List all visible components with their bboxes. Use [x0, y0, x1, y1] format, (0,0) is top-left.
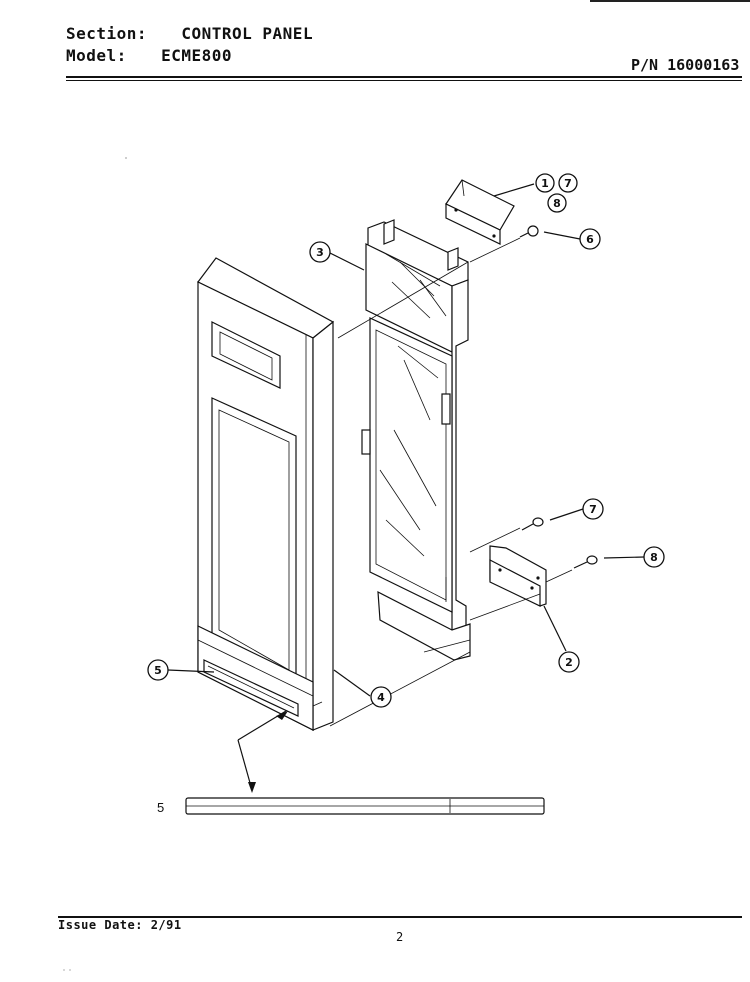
- screw-8: [573, 555, 598, 569]
- callout-7: 7: [582, 498, 604, 520]
- issue-date: Issue Date: 2/91: [58, 918, 182, 932]
- callout-8: 8: [643, 546, 665, 568]
- header-rule: [66, 76, 742, 78]
- glass-panel-part-3: [361, 219, 471, 661]
- model-value: ECME800: [161, 46, 233, 65]
- page-number: 2: [396, 930, 404, 944]
- footer-rule: [58, 916, 742, 918]
- screw-7: [521, 517, 544, 531]
- callout-3-label: 3: [316, 246, 324, 259]
- callout-6: 6: [579, 228, 601, 250]
- callout-1-label: 1: [541, 177, 549, 190]
- callout-5: 5: [147, 659, 169, 681]
- callout-8-label: 8: [650, 551, 658, 564]
- top-right-rule: [590, 0, 750, 2]
- callout-4: 4: [370, 686, 392, 708]
- callout-3: 3: [309, 241, 331, 263]
- screw-6: [519, 225, 539, 238]
- loose-part-label: 5: [157, 800, 164, 815]
- callout-2-label: 2: [565, 656, 573, 669]
- loose-trim-strip: [185, 797, 545, 815]
- top-bracket: [445, 179, 515, 245]
- callout-7-label: 7: [589, 503, 597, 516]
- callout-7-top: 7: [558, 173, 578, 193]
- section-label: Section:: [66, 24, 148, 43]
- callout-8-top: 8: [547, 193, 567, 213]
- model-line: Model: ECME800: [66, 46, 232, 65]
- leader-lines: [167, 183, 645, 793]
- callout-5-label: 5: [154, 664, 162, 677]
- header-rule-thin: [66, 80, 742, 81]
- callout-4-label: 4: [377, 691, 385, 704]
- model-label: Model:: [66, 46, 127, 65]
- callout-1: 1: [535, 173, 555, 193]
- part-number: P/N 16000163: [631, 56, 740, 74]
- section-value: CONTROL PANEL: [181, 24, 314, 43]
- callout-8-top-label: 8: [553, 197, 561, 210]
- callout-6-label: 6: [586, 233, 594, 246]
- section-line: Section: CONTROL PANEL: [66, 24, 313, 43]
- callout-2: 2: [558, 651, 580, 673]
- door-frame-part-4: [197, 257, 335, 731]
- callout-7-top-label: 7: [564, 177, 572, 190]
- lower-bracket-part-2: [489, 545, 547, 607]
